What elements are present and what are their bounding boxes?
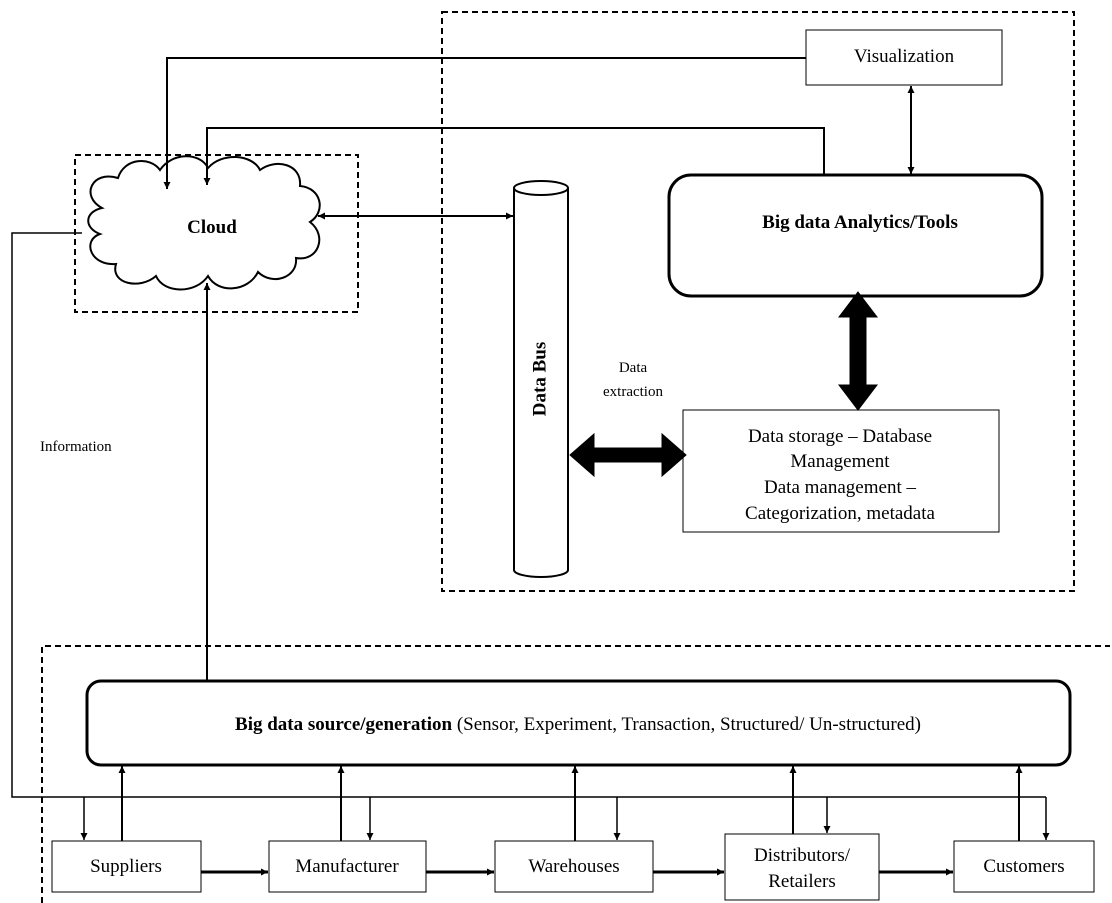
customers-node: Customers xyxy=(953,840,1095,893)
visualization-to-cloud-arrow xyxy=(163,57,806,189)
big-data-source-node: Big data source/generation (Sensor, Expe… xyxy=(85,679,1072,767)
data-bus-node: Data Bus xyxy=(513,180,569,578)
supply-chain-group-border xyxy=(41,645,1110,903)
distributors-label-line2: Retailers xyxy=(768,871,836,892)
analytics-box xyxy=(667,173,1044,298)
customers-box xyxy=(953,840,1095,893)
warehouses-label: Warehouses xyxy=(528,856,619,877)
customers-label: Customers xyxy=(983,856,1064,877)
visualization-label: Visualization xyxy=(854,46,955,67)
distributors-retailers-box xyxy=(724,833,880,901)
big-data-source-types: (Sensor, Experiment, Transaction, Struct… xyxy=(452,714,921,735)
analytics-group-border xyxy=(441,11,1075,592)
manufacturer-box xyxy=(268,840,427,893)
analytics-node: Big data Analytics/Tools xyxy=(667,173,1044,298)
data-storage-line2: Management xyxy=(790,451,890,472)
distributors-retailers-node: Distributors/ Retailers xyxy=(724,833,880,901)
information-line xyxy=(11,232,1046,798)
big-data-source-label: Big data source/generation (Sensor, Expe… xyxy=(235,714,921,735)
visualization-box xyxy=(805,29,1003,86)
analytics-label: Big data Analytics/Tools xyxy=(762,212,958,233)
data-storage-line4: Categorization, metadata xyxy=(745,503,935,524)
distributors-label-line1: Distributors/ xyxy=(754,845,851,866)
data-storage-node: Data storage – Database Management Data … xyxy=(682,409,1000,533)
data-storage-box xyxy=(682,409,1000,533)
data-bus-top xyxy=(513,180,569,196)
data-extraction-label-line1: Data xyxy=(619,360,648,376)
warehouses-node: Warehouses xyxy=(494,840,654,893)
information-label: Information xyxy=(40,439,112,455)
analytics-to-cloud-arrow xyxy=(203,127,825,185)
data-bus-cylinder xyxy=(513,188,569,578)
cloud-label: Cloud xyxy=(187,217,237,238)
connectors xyxy=(11,57,1050,876)
cloud-shape xyxy=(87,155,321,291)
visualization-node: Visualization xyxy=(805,29,1003,86)
databus-storage-thick-arrow xyxy=(569,432,687,478)
big-data-source-box xyxy=(85,679,1072,767)
data-storage-line1: Data storage – Database xyxy=(748,426,932,447)
manufacturer-node: Manufacturer xyxy=(268,840,427,893)
data-storage-line3: Data management – xyxy=(764,477,916,498)
big-data-source-title: Big data source/generation xyxy=(235,714,453,735)
suppliers-node: Suppliers xyxy=(51,840,202,893)
suppliers-box xyxy=(51,840,202,893)
data-bus-label: Data Bus xyxy=(529,342,550,416)
manufacturer-label: Manufacturer xyxy=(295,856,399,877)
warehouses-box xyxy=(494,840,654,893)
analytics-storage-thick-arrow xyxy=(837,291,879,411)
suppliers-label: Suppliers xyxy=(90,856,162,877)
cloud-node: Cloud xyxy=(87,155,321,291)
data-extraction-label-line2: extraction xyxy=(603,384,663,400)
